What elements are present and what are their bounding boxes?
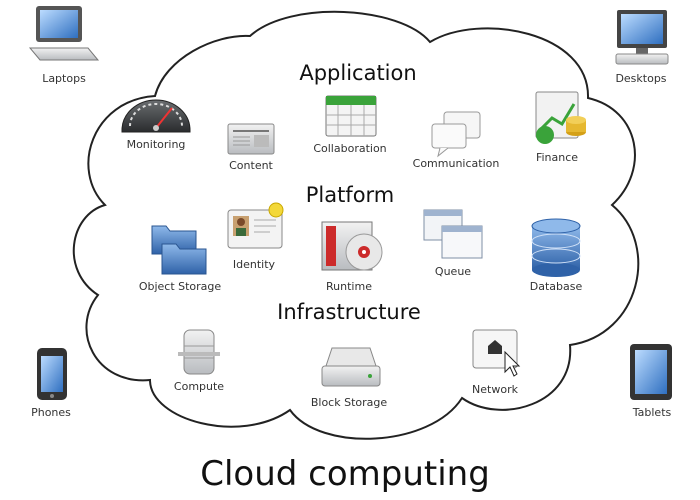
collaboration-calendar-icon	[325, 95, 377, 137]
database-cylinders-icon	[531, 218, 581, 277]
monitoring-gauge-icon	[121, 99, 191, 133]
device-label-desktops: Desktops	[615, 72, 666, 85]
item-label-communication: Communication	[413, 157, 500, 170]
communication-bubbles-icon	[431, 111, 481, 158]
content-newspaper-icon	[227, 123, 275, 155]
item-label-finance: Finance	[536, 151, 578, 164]
device-label-laptops: Laptops	[42, 72, 86, 85]
finance-chart-coins-icon	[535, 91, 586, 144]
device-label-tablets: Tablets	[632, 406, 672, 419]
item-label-runtime: Runtime	[326, 280, 372, 293]
item-label-database: Database	[530, 280, 583, 293]
queue-windows-icon	[423, 209, 483, 259]
runtime-box-disc-icon	[321, 221, 383, 271]
item-label-collaboration: Collaboration	[313, 142, 386, 155]
item-label-content: Content	[229, 159, 273, 172]
item-label-object-storage: Object Storage	[139, 280, 222, 293]
item-label-identity: Identity	[233, 258, 276, 271]
layer-heading-platform: Platform	[306, 183, 395, 207]
tablet-icon	[630, 344, 672, 400]
compute-server-icon	[178, 329, 220, 375]
item-label-monitoring: Monitoring	[127, 138, 186, 151]
layer-heading-infrastructure: Infrastructure	[277, 300, 421, 324]
desktop-icon	[615, 10, 669, 65]
identity-card-icon	[227, 202, 284, 249]
item-label-network: Network	[472, 383, 519, 396]
laptop-icon	[28, 6, 100, 61]
item-label-queue: Queue	[435, 265, 471, 278]
block-storage-drive-icon	[321, 347, 381, 387]
diagram-title: Cloud computing	[200, 454, 490, 494]
phone-icon	[37, 348, 67, 400]
item-label-compute: Compute	[174, 380, 224, 393]
network-socket-icon	[472, 329, 521, 377]
object-storage-folders-icon	[151, 225, 207, 275]
device-label-phones: Phones	[31, 406, 71, 419]
layer-heading-application: Application	[299, 61, 416, 85]
item-label-block-storage: Block Storage	[311, 396, 388, 409]
